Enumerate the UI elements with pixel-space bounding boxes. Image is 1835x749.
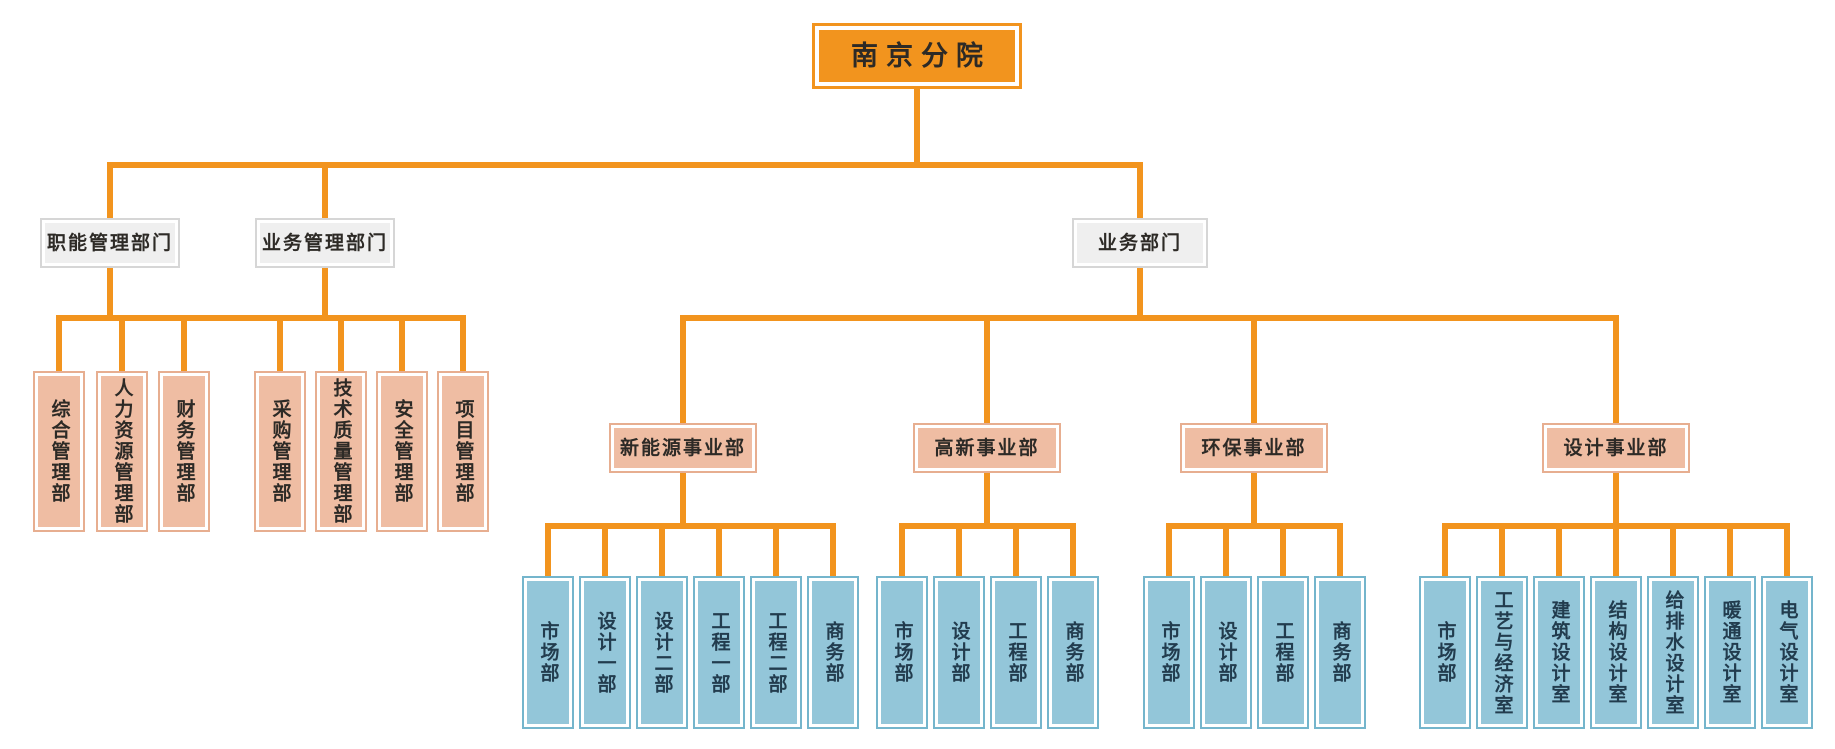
org-node-safety-management-dept: 安全管理部 bbox=[376, 371, 428, 532]
leaf-node-commerce-dept: 商务部 bbox=[1047, 576, 1099, 729]
leaf-node-design-dept-2: 设计二部 bbox=[636, 576, 688, 729]
node-label: 市场部 bbox=[891, 621, 913, 684]
org-node-new-energy-division: 新能源事业部 bbox=[609, 423, 757, 473]
node-label: 市场部 bbox=[537, 621, 559, 684]
leaf-node-design-dept: 设计部 bbox=[1200, 576, 1252, 729]
node-label: 市场部 bbox=[1434, 621, 1456, 684]
node-label: 商务部 bbox=[1329, 621, 1351, 684]
org-node-tech-quality-management-dept: 技术质量管理部 bbox=[315, 371, 367, 532]
org-node-design-division: 设计事业部 bbox=[1542, 423, 1690, 473]
node-label: 业务部门 bbox=[1097, 232, 1182, 254]
leaf-node-engineering-dept: 工程部 bbox=[990, 576, 1042, 729]
node-label: 商务部 bbox=[1062, 621, 1084, 684]
leaf-node-structure-design-office: 结构设计室 bbox=[1590, 576, 1642, 729]
leaf-node-commerce-dept: 商务部 bbox=[807, 576, 859, 729]
leaf-node-architecture-design-office: 建筑设计室 bbox=[1533, 576, 1585, 729]
leaf-node-electrical-design-office: 电气设计室 bbox=[1761, 576, 1813, 729]
node-label: 给排水设计室 bbox=[1662, 589, 1684, 716]
node-label: 高新事业部 bbox=[934, 437, 1040, 459]
node-label: 项目管理部 bbox=[452, 399, 474, 504]
leaf-node-market-dept: 市场部 bbox=[1143, 576, 1195, 729]
node-label: 工程一部 bbox=[708, 610, 730, 695]
node-label: 电气设计室 bbox=[1776, 600, 1798, 705]
leaf-node-design-dept-1: 设计一部 bbox=[579, 576, 631, 729]
org-node-procurement-management-dept: 采购管理部 bbox=[254, 371, 306, 532]
node-label: 财务管理部 bbox=[173, 399, 195, 504]
org-node-business-departments: 业务部门 bbox=[1072, 218, 1208, 268]
node-label: 新能源事业部 bbox=[619, 437, 746, 459]
node-label: 工程二部 bbox=[765, 610, 787, 695]
org-node-project-management-dept: 项目管理部 bbox=[437, 371, 489, 532]
node-label: 结构设计室 bbox=[1605, 600, 1627, 705]
org-node-root: 南京分院 bbox=[812, 23, 1022, 89]
org-node-environmental-division: 环保事业部 bbox=[1180, 423, 1328, 473]
leaf-node-market-dept: 市场部 bbox=[1419, 576, 1471, 729]
node-label: 工程部 bbox=[1272, 621, 1294, 684]
leaf-node-design-dept: 设计部 bbox=[933, 576, 985, 729]
node-label: 设计部 bbox=[1215, 621, 1237, 684]
node-label: 设计一部 bbox=[594, 610, 616, 695]
node-label: 设计二部 bbox=[651, 610, 673, 695]
org-node-functional-management-departments: 职能管理部门 bbox=[40, 218, 180, 268]
node-label: 市场部 bbox=[1158, 621, 1180, 684]
node-label: 商务部 bbox=[822, 621, 844, 684]
leaf-node-market-dept: 市场部 bbox=[522, 576, 574, 729]
org-node-business-management-departments: 业务管理部门 bbox=[255, 218, 395, 268]
node-label: 安全管理部 bbox=[391, 399, 413, 504]
node-label: 设计部 bbox=[948, 621, 970, 684]
node-label: 暖通设计室 bbox=[1719, 600, 1741, 705]
leaf-node-market-dept: 市场部 bbox=[876, 576, 928, 729]
node-label: 职能管理部门 bbox=[46, 232, 173, 254]
leaf-node-engineering-dept: 工程部 bbox=[1257, 576, 1309, 729]
node-label: 业务管理部门 bbox=[261, 232, 388, 254]
node-label: 采购管理部 bbox=[269, 399, 291, 504]
leaf-node-process-economy-office: 工艺与经济室 bbox=[1476, 576, 1528, 729]
org-node-high-tech-division: 高新事业部 bbox=[913, 423, 1061, 473]
node-label: 工程部 bbox=[1005, 621, 1027, 684]
leaf-node-hvac-design-office: 暖通设计室 bbox=[1704, 576, 1756, 729]
leaf-node-engineering-dept-2: 工程二部 bbox=[750, 576, 802, 729]
leaf-node-engineering-dept-1: 工程一部 bbox=[693, 576, 745, 729]
org-node-hr-management-dept: 人力资源管理部 bbox=[96, 371, 148, 532]
node-label: 综合管理部 bbox=[48, 399, 70, 504]
node-label: 人力资源管理部 bbox=[111, 378, 133, 525]
node-label: 南京分院 bbox=[851, 40, 991, 71]
node-label: 工艺与经济室 bbox=[1491, 589, 1513, 716]
leaf-node-commerce-dept: 商务部 bbox=[1314, 576, 1366, 729]
leaf-node-plumbing-design-office: 给排水设计室 bbox=[1647, 576, 1699, 729]
node-label: 环保事业部 bbox=[1201, 437, 1307, 459]
node-label: 建筑设计室 bbox=[1548, 600, 1570, 705]
node-label: 设计事业部 bbox=[1563, 437, 1669, 459]
org-node-general-management-dept: 综合管理部 bbox=[33, 371, 85, 532]
node-label: 技术质量管理部 bbox=[330, 378, 352, 525]
org-node-finance-management-dept: 财务管理部 bbox=[158, 371, 210, 532]
